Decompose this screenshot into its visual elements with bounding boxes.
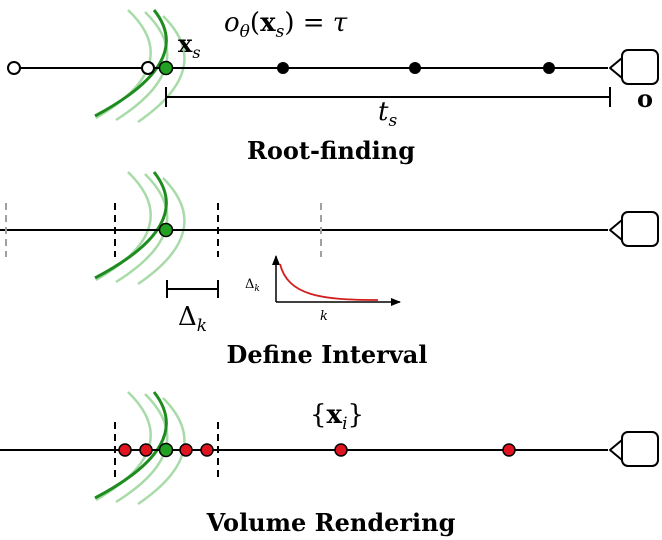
- threshold-equation: oθ(xs) = τ: [224, 8, 348, 42]
- render-sample-point: [179, 443, 193, 457]
- panel-title-root-finding: Root-finding: [247, 136, 415, 165]
- surface-curve: [94, 9, 168, 118]
- interval-width-bracket: [166, 280, 219, 298]
- panel-define-interval: Δk Δk k Define Interval: [0, 171, 659, 369]
- surface-point-label: xs: [178, 29, 201, 62]
- camera-icon: [609, 49, 659, 85]
- camera-icon: [609, 211, 659, 247]
- sample-point: [277, 62, 289, 74]
- render-sample-point: [334, 443, 348, 457]
- camera-icon: [609, 431, 659, 467]
- render-sample-point: [118, 443, 132, 457]
- surface-point: [158, 442, 174, 458]
- decay-curve: [279, 263, 379, 301]
- render-sample-point: [139, 443, 153, 457]
- panel-title-volume-rendering: Volume Rendering: [206, 508, 456, 537]
- distance-bracket: [165, 87, 611, 107]
- render-sample-point: [200, 443, 214, 457]
- surface-point: [158, 60, 174, 76]
- distance-label: ts: [378, 97, 397, 131]
- surface-point: [158, 222, 174, 238]
- samples-set-label: {xi}: [310, 400, 364, 434]
- interval-decay-plot: Δk k: [245, 255, 401, 324]
- surface-curve: [94, 391, 168, 500]
- surface-curve: [94, 171, 168, 280]
- panel-title-define-interval: Define Interval: [227, 340, 428, 369]
- interval-width-label: Δk: [178, 302, 207, 336]
- panel-root-finding: oθ(xs) = τ xs ts o Root-finding: [7, 8, 659, 165]
- mini-plot-x-label: k: [320, 309, 328, 324]
- camera-origin-label: o: [637, 84, 653, 113]
- sample-point: [543, 62, 555, 74]
- ray-start-point: [7, 61, 21, 75]
- near-surface-point: [141, 61, 155, 75]
- sample-point: [409, 62, 421, 74]
- panel-volume-rendering: {xi} Volume Rendering: [0, 391, 659, 537]
- render-sample-point: [502, 443, 516, 457]
- mini-plot-y-label: Δk: [245, 277, 260, 294]
